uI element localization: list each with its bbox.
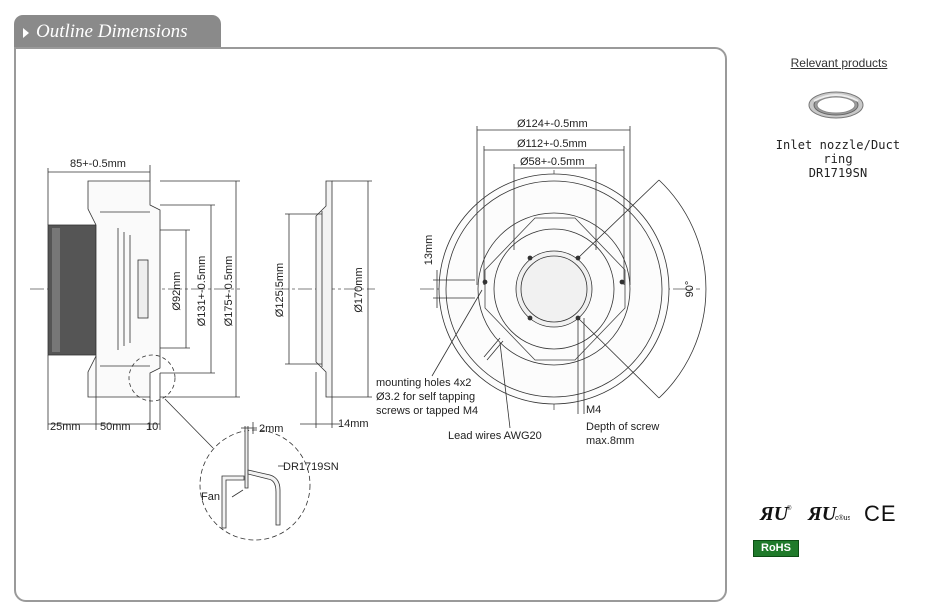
dim-131mm: Ø131+-0.5mm (196, 256, 208, 327)
dim-170mm: Ø170mm (353, 267, 365, 312)
product-type[interactable]: Inlet nozzle/Duct ring (775, 138, 901, 166)
mounting-holes-line2: Ø3.2 for self tapping (376, 391, 475, 403)
label-fan: Fan (201, 491, 220, 503)
mounting-holes-line3: screws or tapped M4 (376, 405, 478, 417)
lead-wires-label: Lead wires AWG20 (448, 430, 542, 442)
product-model[interactable]: DR1719SN (808, 166, 868, 180)
label-dr1719sn: DR1719SN (283, 461, 339, 473)
side-view (30, 165, 240, 449)
cur-mark-icon: ЯU c®us (807, 503, 850, 525)
svg-text:c®us: c®us (835, 514, 850, 522)
dim-90deg: 90° (684, 281, 696, 298)
svg-text:®: ® (787, 505, 792, 512)
dim-85mm: 85+-0.5mm (70, 158, 126, 170)
rohs-badge: RoHS (753, 540, 799, 557)
screw-m4-label: M4 (586, 404, 601, 416)
duct-ring-image[interactable] (808, 91, 864, 119)
dim-112mm: Ø112+-0.5mm (517, 138, 587, 150)
dim-10: 10 (146, 421, 158, 433)
ur-mark-icon: ЯU ® (759, 503, 792, 525)
dim-125mm: Ø125.5mm (274, 263, 286, 317)
mounting-holes-line1: mounting holes 4x2 (376, 377, 471, 389)
nozzle-view (275, 180, 375, 428)
front-view (420, 126, 707, 429)
ce-mark-icon: CE (864, 501, 895, 526)
section-tab: Outline Dimensions (14, 15, 221, 48)
dim-175mm: Ø175+-0.5mm (223, 256, 235, 327)
svg-text:ЯU: ЯU (759, 503, 790, 525)
relevant-products-title[interactable]: Relevant products (790, 56, 888, 70)
dim-58mm: Ø58+-0.5mm (520, 156, 585, 168)
dim-124mm: Ø124+-0.5mm (517, 118, 588, 130)
svg-text:CE: CE (864, 501, 895, 526)
dim-2mm: 2mm (259, 423, 283, 435)
dim-14mm: 14mm (338, 418, 369, 430)
svg-text:ЯU: ЯU (807, 503, 838, 525)
dim-92mm: Ø92mm (171, 271, 183, 310)
dim-25mm: 25mm (50, 421, 81, 433)
triangle-right-icon (23, 28, 29, 38)
detail-view (199, 422, 311, 541)
product-name[interactable]: Inlet nozzle/Duct ring DR1719SN (760, 138, 916, 180)
dim-13mm: 13mm (423, 235, 435, 266)
dim-50mm: 50mm (100, 421, 131, 433)
section-title: Outline Dimensions (36, 21, 188, 42)
screw-max-label: max.8mm (586, 435, 634, 447)
screw-depth-label: Depth of screw (586, 421, 659, 433)
